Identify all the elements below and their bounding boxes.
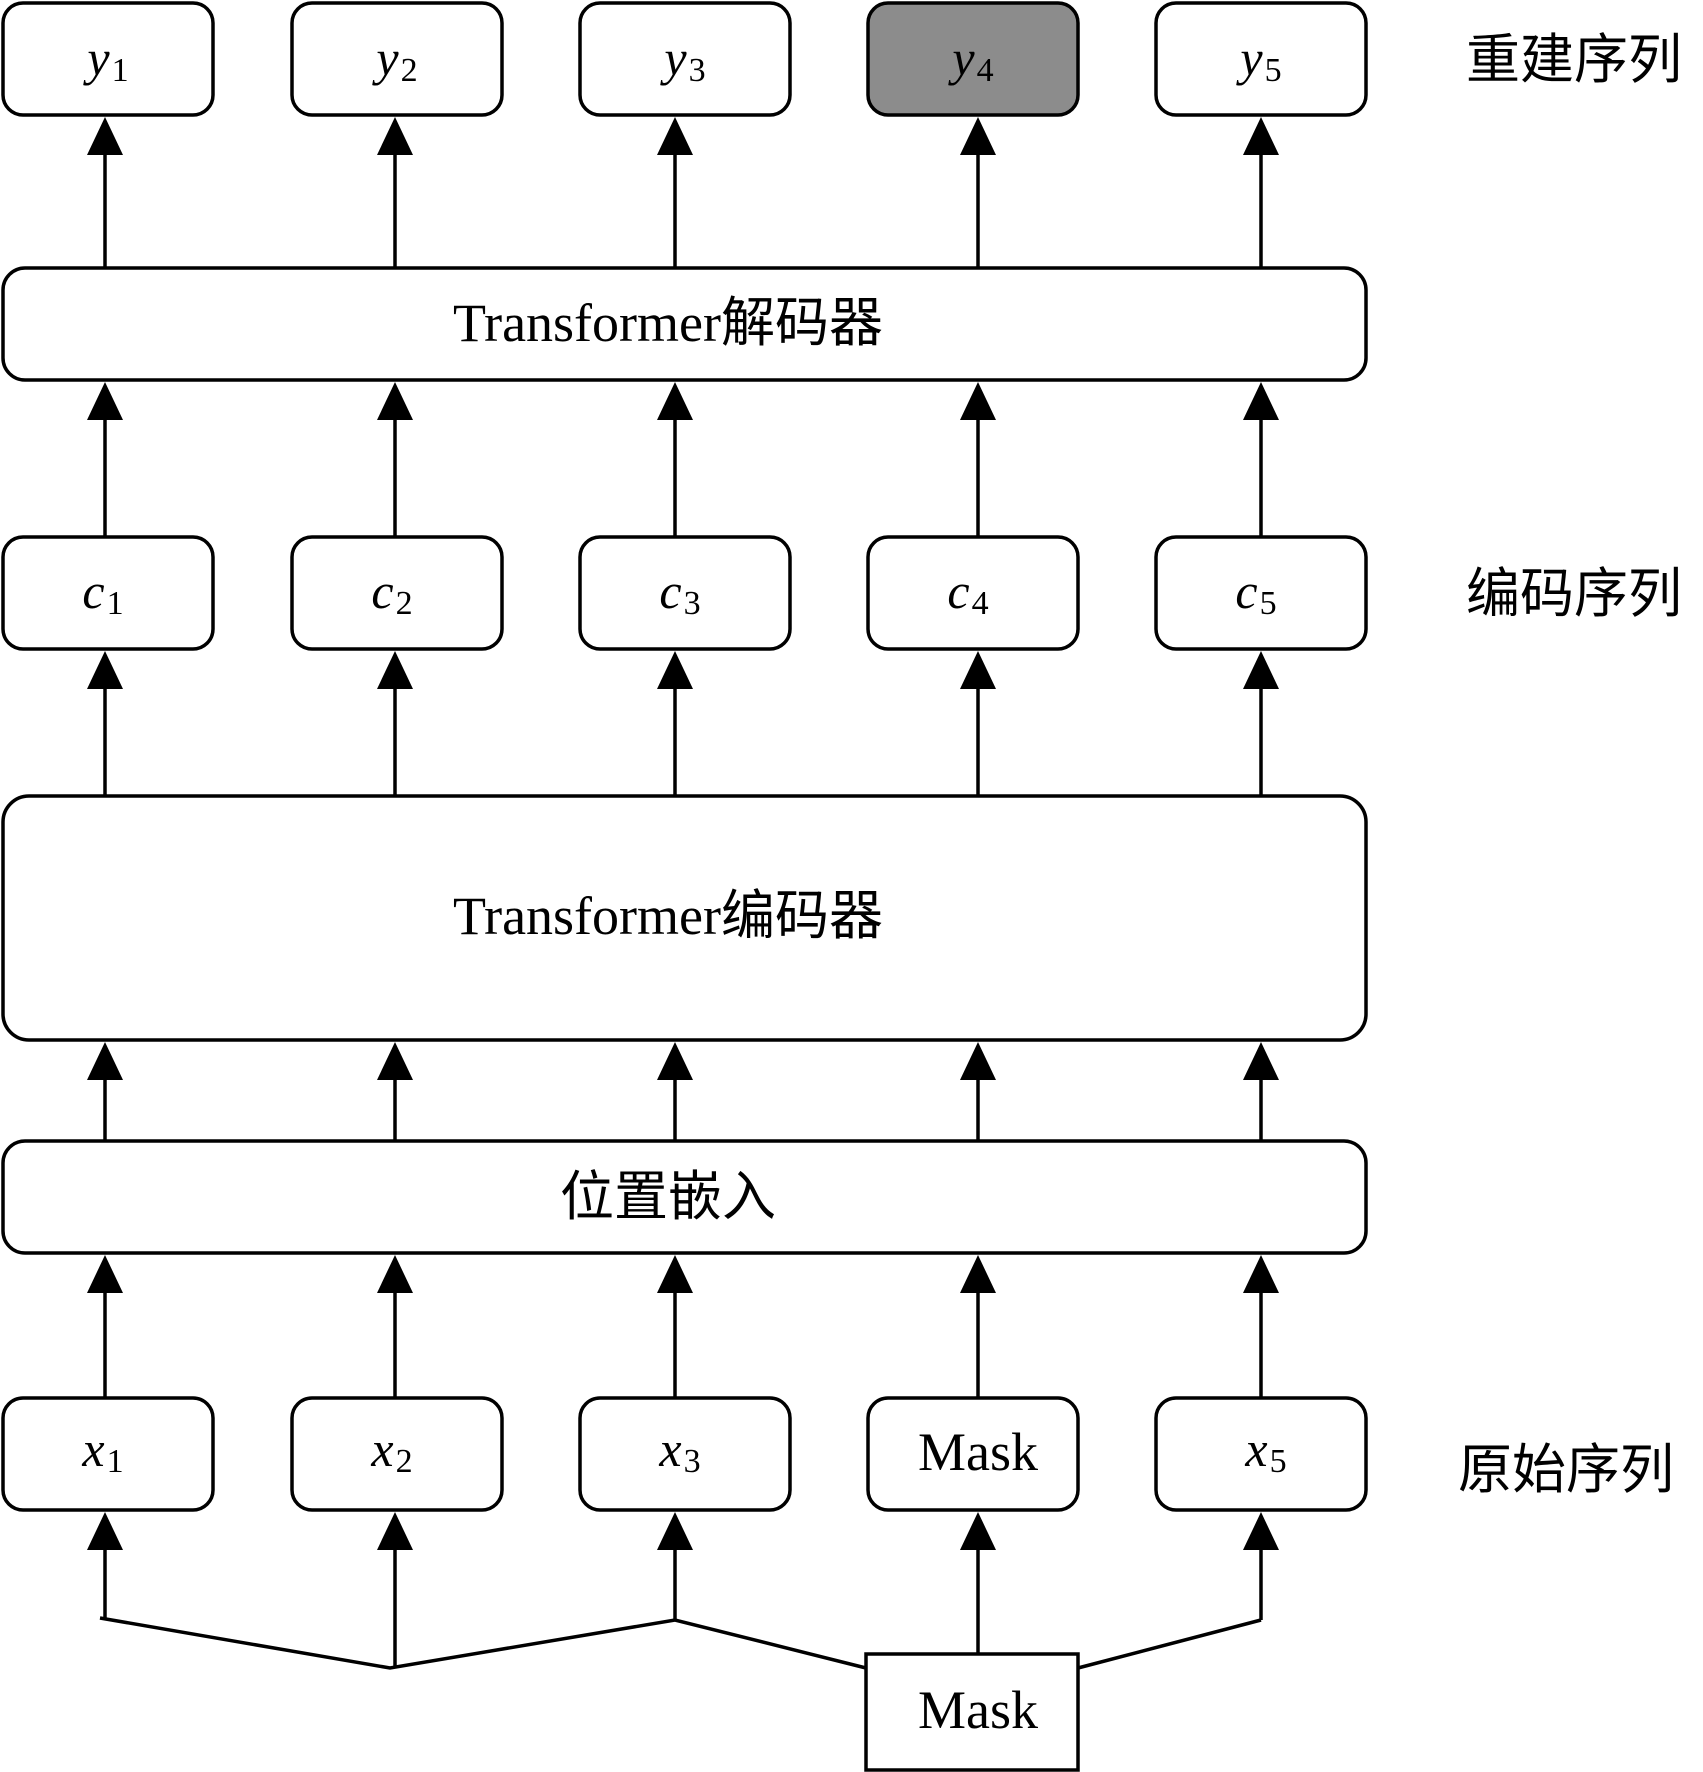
arrow-head-encoder-c1 [87,651,123,689]
arrow-head-posemb-encoder-3 [657,1042,693,1080]
arrow-head-in-x3 [657,1512,693,1550]
c1-label: c1 [82,563,123,622]
mask-input-label: Mask [918,1680,1038,1740]
encoder-label: Transformer编码器 [453,886,883,946]
c3-box [578,535,792,651]
input-connector-line [99,1616,867,1670]
c5-label: c5 [1235,563,1276,622]
position-embedding-block: 位置嵌入 [1,1139,1368,1255]
decoder-block: Transformer解码器 [1,266,1368,382]
arrow-head-posemb-encoder-2 [377,1042,413,1080]
original-sequence-label: 原始序列 [1458,1440,1674,1500]
x3-box [578,1396,792,1512]
arrow-head-in-x1 [87,1512,123,1550]
reconstructed-row: y1 y2 y3 y4 y5 重建序列 [1,1,1682,117]
arrow-head-c4-decoder [960,382,996,420]
arrow-head-decoder-y5 [1243,117,1279,155]
mask-input-block: Mask [864,1652,1080,1772]
encoded-row: c1 c2 c3 c4 c5 编码序列 [1,535,1682,651]
y2-label: y2 [371,30,417,89]
y1-box [1,1,215,117]
x3-label: x3 [658,1421,700,1480]
x2-box [290,1396,504,1512]
arrow-head-posemb-encoder-1 [87,1042,123,1080]
c4-box [866,535,1080,651]
arrow-head-x3-posemb [657,1255,693,1293]
original-row: x1 x2 x3 Mask x5 原始序列 [1,1396,1674,1512]
decoder-label: Transformer解码器 [453,293,883,353]
arrow-head-in-x2 [377,1512,413,1550]
reconstructed-sequence-label: 重建序列 [1466,30,1682,90]
arrow-head-posemb-encoder-5 [1243,1042,1279,1080]
encoder-box [1,794,1368,1042]
arrow-head-decoder-y3 [657,117,693,155]
x1-box [1,1396,215,1512]
c4-label: c4 [947,563,988,622]
arrow-head-c1-decoder [87,382,123,420]
x2-label: x2 [370,1421,412,1480]
y5-label: y5 [1235,30,1281,89]
arrow-head-encoder-c3 [657,651,693,689]
arrows [87,117,1279,1670]
mask-input-box [864,1652,1080,1772]
arrow-head-mask-input [960,1512,996,1550]
y1-label: y1 [82,30,128,89]
c2-label: c2 [371,563,412,622]
c3-label: c3 [659,563,700,622]
position-embedding-box [1,1139,1368,1255]
arrow-head-decoder-y4 [960,117,996,155]
position-embedding-label: 位置嵌入 [560,1167,776,1227]
encoded-sequence-label: 编码序列 [1466,564,1682,624]
mask-token-label: Mask [918,1422,1038,1482]
y2-box [290,1,504,117]
arrow-head-in-x5 [1243,1512,1279,1550]
y5-box [1154,1,1368,117]
y4-box-highlighted [866,1,1080,117]
arrow-head-x2-posemb [377,1255,413,1293]
arrow-head-c2-decoder [377,382,413,420]
x1-label: x1 [81,1421,123,1480]
arrow-head-mask-posemb [960,1255,996,1293]
y3-box [578,1,792,117]
arrow-head-posemb-encoder-4 [960,1042,996,1080]
mask-token-box [866,1396,1080,1512]
arrow-head-encoder-c5 [1243,651,1279,689]
y3-label: y3 [659,30,705,89]
c2-box [290,535,504,651]
c1-box [1,535,215,651]
arrow-head-c5-decoder [1243,382,1279,420]
encoder-block: Transformer编码器 [1,794,1368,1042]
arrow-head-encoder-c2 [377,651,413,689]
mask-to-x5-connector [1077,1618,1262,1670]
arrow-head-x5-posemb [1243,1255,1279,1293]
y4-label: y4 [947,30,993,89]
arrow-head-c3-decoder [657,382,693,420]
arrow-head-decoder-y1 [87,117,123,155]
arrow-head-decoder-y2 [377,117,413,155]
arrow-head-x1-posemb [87,1255,123,1293]
arrow-head-encoder-c4 [960,651,996,689]
x5-label: x5 [1244,1421,1286,1480]
decoder-box [1,266,1368,382]
